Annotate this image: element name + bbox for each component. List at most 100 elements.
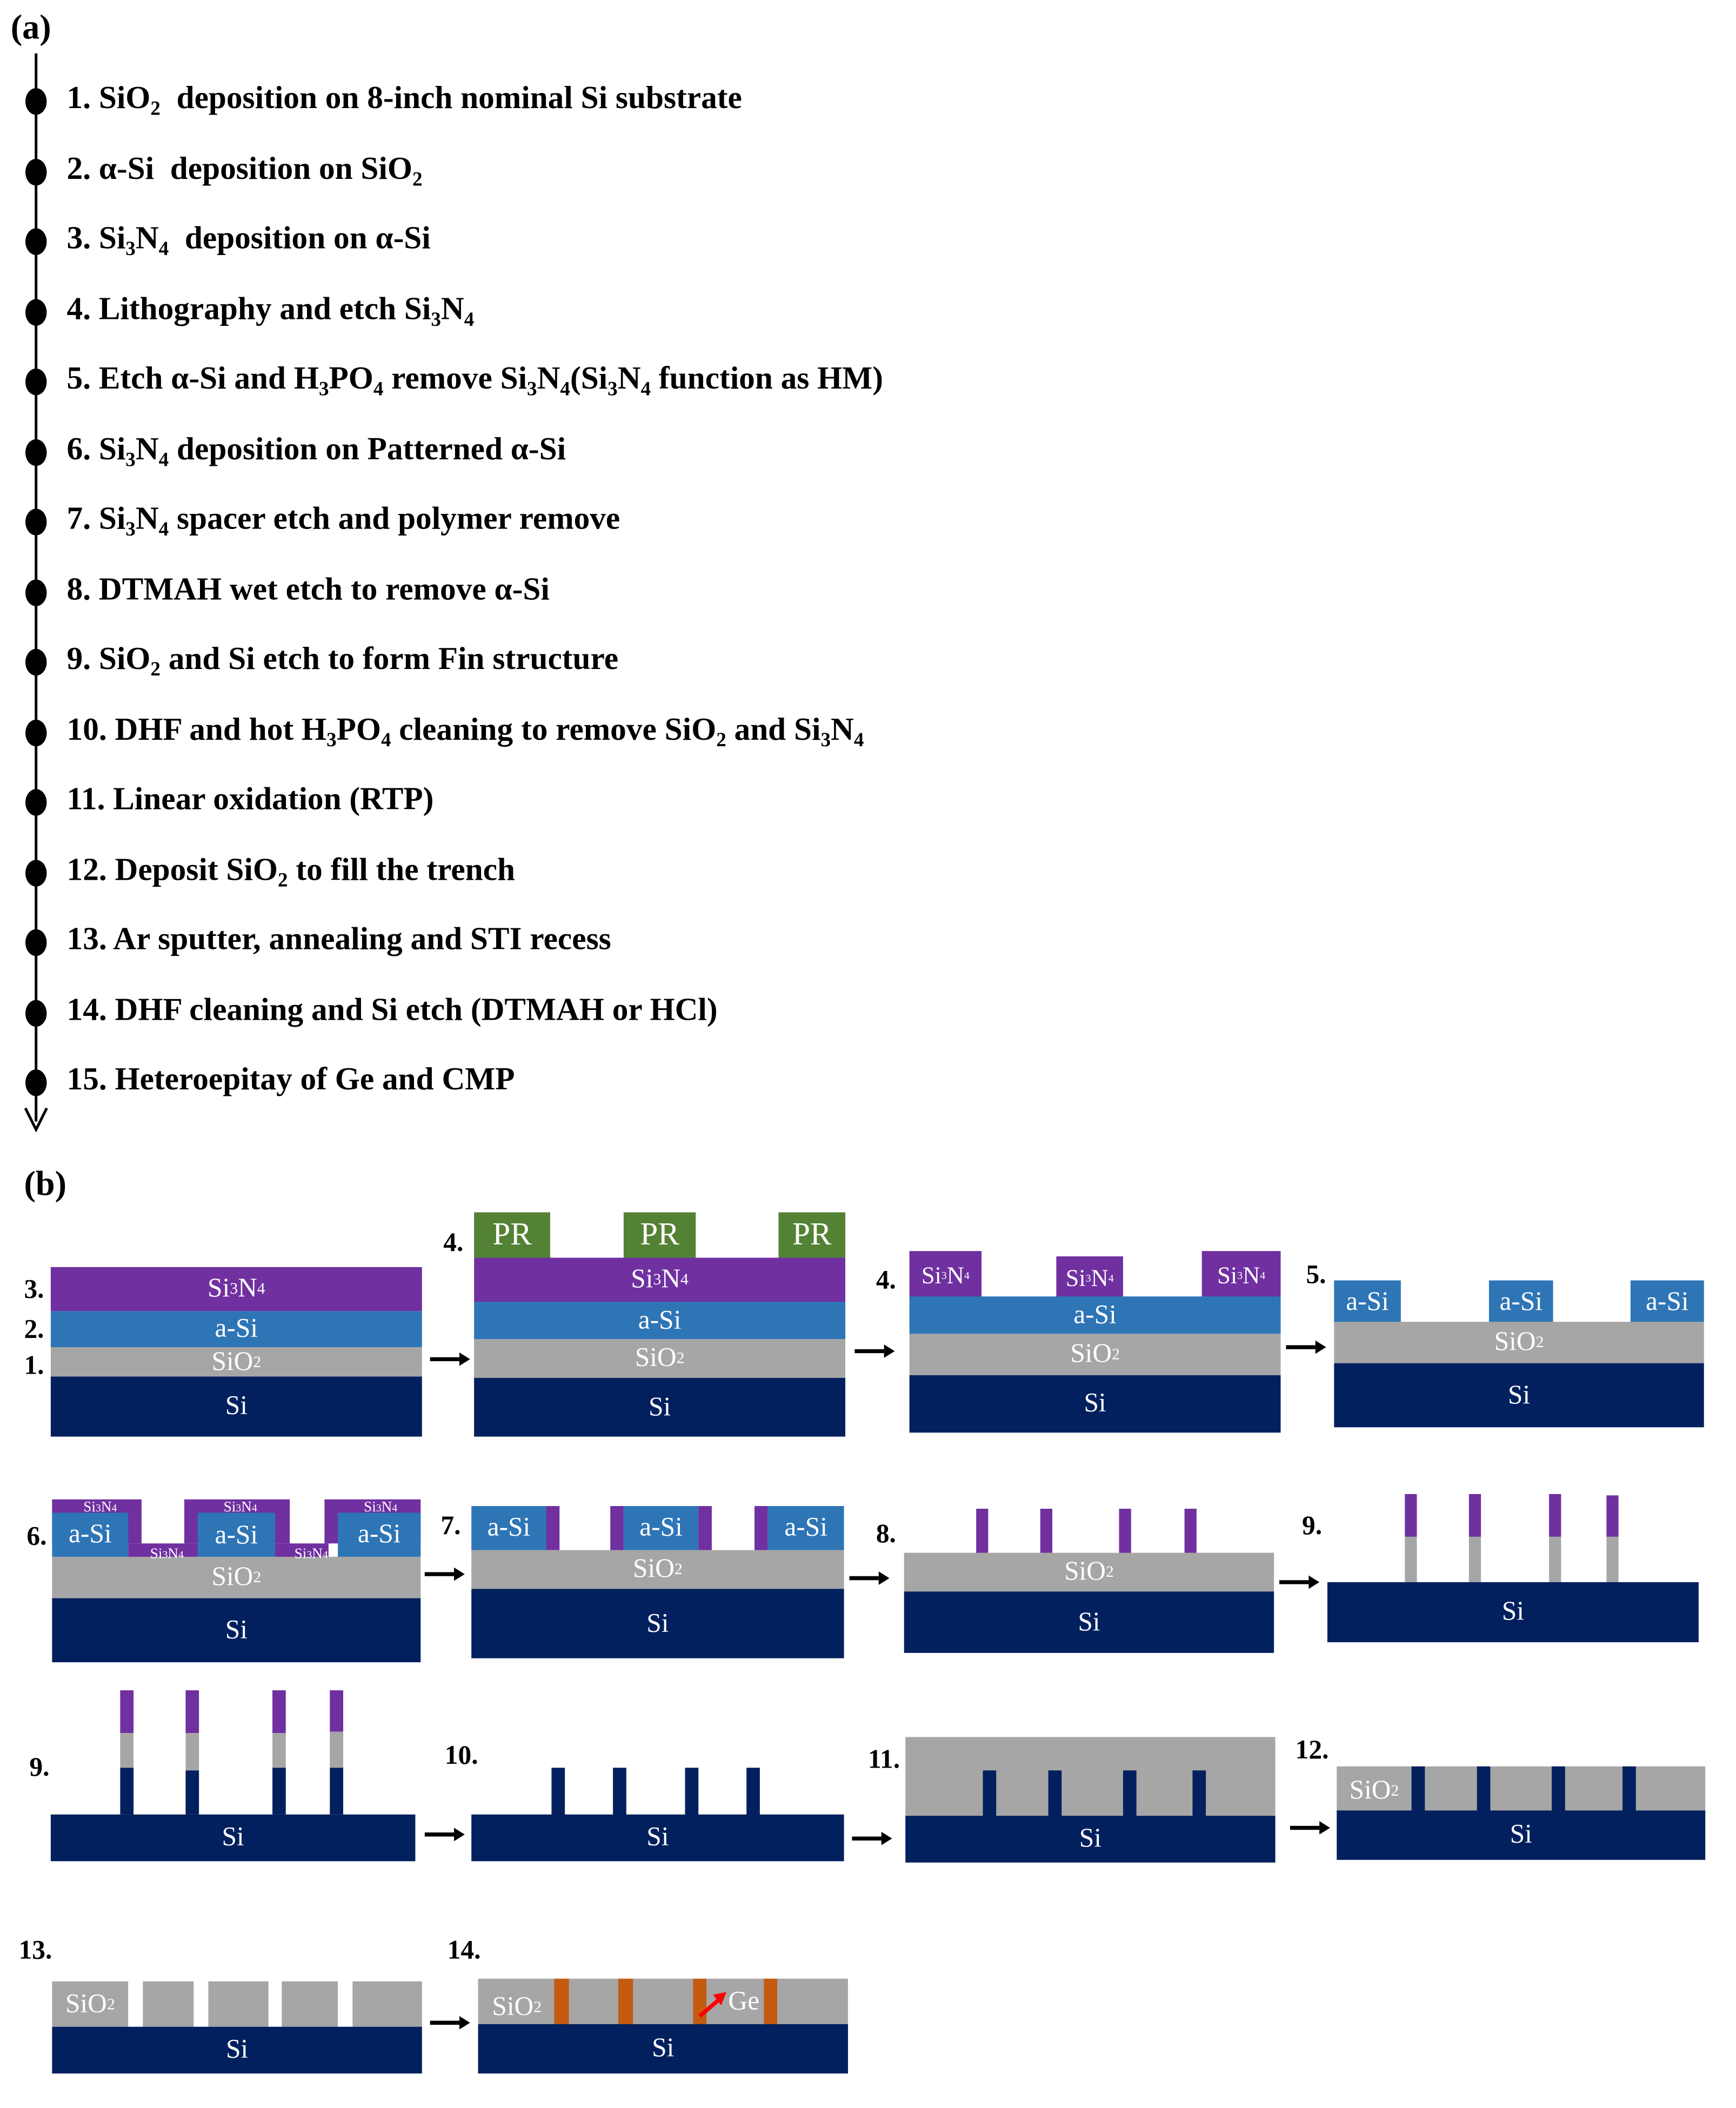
- step-label: 12.: [1295, 1736, 1329, 1765]
- si-substrate: Si: [474, 1377, 846, 1437]
- si-substrate: Si: [909, 1375, 1281, 1433]
- si3n4-spacer: [1040, 1509, 1052, 1555]
- si-substrate: Si: [1327, 1582, 1699, 1643]
- si3n4-spacer: [1184, 1509, 1197, 1555]
- si-substrate: Si: [471, 1814, 844, 1862]
- a-si-block: a-Si: [197, 1513, 275, 1560]
- step-label: 1.: [24, 1351, 44, 1381]
- step-label: 2.: [24, 1315, 44, 1345]
- si-substrate: Si: [471, 1589, 844, 1658]
- si-fin: [1048, 1770, 1062, 1817]
- timeline-dot: [25, 1069, 47, 1096]
- si-fin: [613, 1768, 626, 1816]
- timeline-dot: [25, 299, 47, 326]
- sio2-fin: [272, 1733, 286, 1768]
- si-fin: [685, 1768, 699, 1816]
- si-fin: [185, 1770, 199, 1815]
- timeline-dot: [25, 929, 47, 956]
- ge-label: Ge: [728, 1986, 760, 2016]
- timeline-dot: [25, 228, 47, 255]
- step-label: 9.: [1302, 1511, 1323, 1541]
- timeline-dot: [25, 789, 47, 816]
- sio2-layer: [478, 1978, 848, 2024]
- a-si-block: a-Si: [1488, 1280, 1553, 1325]
- arrow-right-icon: [1290, 1821, 1330, 1835]
- si3n4-spacer: [610, 1506, 624, 1550]
- arrow-right-icon: [1279, 1575, 1320, 1589]
- process-step-13: 13. Ar sputter, annealing and STI recess: [66, 922, 611, 958]
- a-si-layer: a-Si: [50, 1311, 422, 1348]
- si-fin: [1192, 1770, 1206, 1817]
- step-label: 10.: [444, 1741, 478, 1771]
- process-step-9: 9. SiO2 and Si etch to form Fin structur…: [66, 642, 619, 681]
- si3n4-cap: [185, 1690, 199, 1734]
- si3n4-cap: [272, 1690, 286, 1734]
- timeline-dot: [25, 508, 47, 536]
- si-substrate: Si: [50, 1376, 422, 1437]
- step-label: 3.: [24, 1275, 44, 1304]
- process-step-14: 14. DHF cleaning and Si etch (DTMAH or H…: [66, 993, 718, 1028]
- ge-fin: [764, 1978, 778, 2026]
- arrow-right-icon: [854, 1344, 895, 1358]
- process-step-8: 8. DTMAH wet etch to remove α-Si: [66, 572, 550, 608]
- arrow-right-icon: [852, 1831, 892, 1845]
- process-step-5: 5. Etch α-Si and H3PO4 remove Si3N4(Si3N…: [66, 362, 884, 401]
- process-step-15: 15. Heteroepitay of Ge and CMP: [66, 1062, 515, 1098]
- si3n4-cap: [120, 1690, 134, 1734]
- process-step-7: 7. Si3N4 spacer etch and polymer remove: [66, 502, 620, 541]
- si-fin: [1552, 1766, 1565, 1812]
- sio2-fin: [1606, 1536, 1619, 1582]
- si-substrate: Si: [1334, 1363, 1704, 1428]
- pr-block: PR: [474, 1212, 550, 1258]
- si3n4-cap: [1405, 1494, 1417, 1537]
- si-fin: [272, 1768, 286, 1815]
- process-step-2: 2. α-Si deposition on SiO2: [66, 152, 423, 191]
- si-substrate: Si: [478, 2024, 848, 2074]
- timeline-dot: [25, 648, 47, 676]
- sio2-layer: [1337, 1766, 1706, 1812]
- si-substrate: Si: [52, 2026, 422, 2074]
- panel-a-label: (a): [10, 8, 51, 47]
- si-fin: [983, 1770, 997, 1817]
- si3n4-spacer: [1119, 1509, 1131, 1555]
- timeline-dot: [25, 368, 47, 396]
- si-substrate: Si: [50, 1814, 416, 1862]
- process-step-10: 10. DHF and hot H3PO4 cleaning to remove…: [66, 713, 864, 752]
- si-substrate: Si: [1337, 1810, 1706, 1860]
- a-si-block: a-Si: [338, 1513, 421, 1557]
- timeline-dot: [25, 159, 47, 186]
- step-label: 14.: [447, 1936, 481, 1966]
- si-fin: [746, 1768, 760, 1816]
- panel-b-label: (b): [24, 1164, 66, 1203]
- arrow-right-icon: [430, 1352, 470, 1366]
- pr-block: PR: [778, 1212, 846, 1258]
- sio2-block: [143, 1981, 194, 2027]
- si-fin: [120, 1768, 134, 1815]
- a-si-block: a-Si: [623, 1506, 699, 1550]
- arrow-right-icon: [430, 2016, 470, 2030]
- process-step-1: 1. SiO2 deposition on 8-inch nominal Si …: [66, 81, 742, 121]
- sio2-block: [208, 1981, 269, 2027]
- arrow-right-icon: [424, 1567, 465, 1581]
- timeline-dot: [25, 439, 47, 466]
- step-label: 8.: [876, 1519, 896, 1549]
- sio2-fin: [1468, 1536, 1481, 1582]
- timeline-dot: [25, 579, 47, 606]
